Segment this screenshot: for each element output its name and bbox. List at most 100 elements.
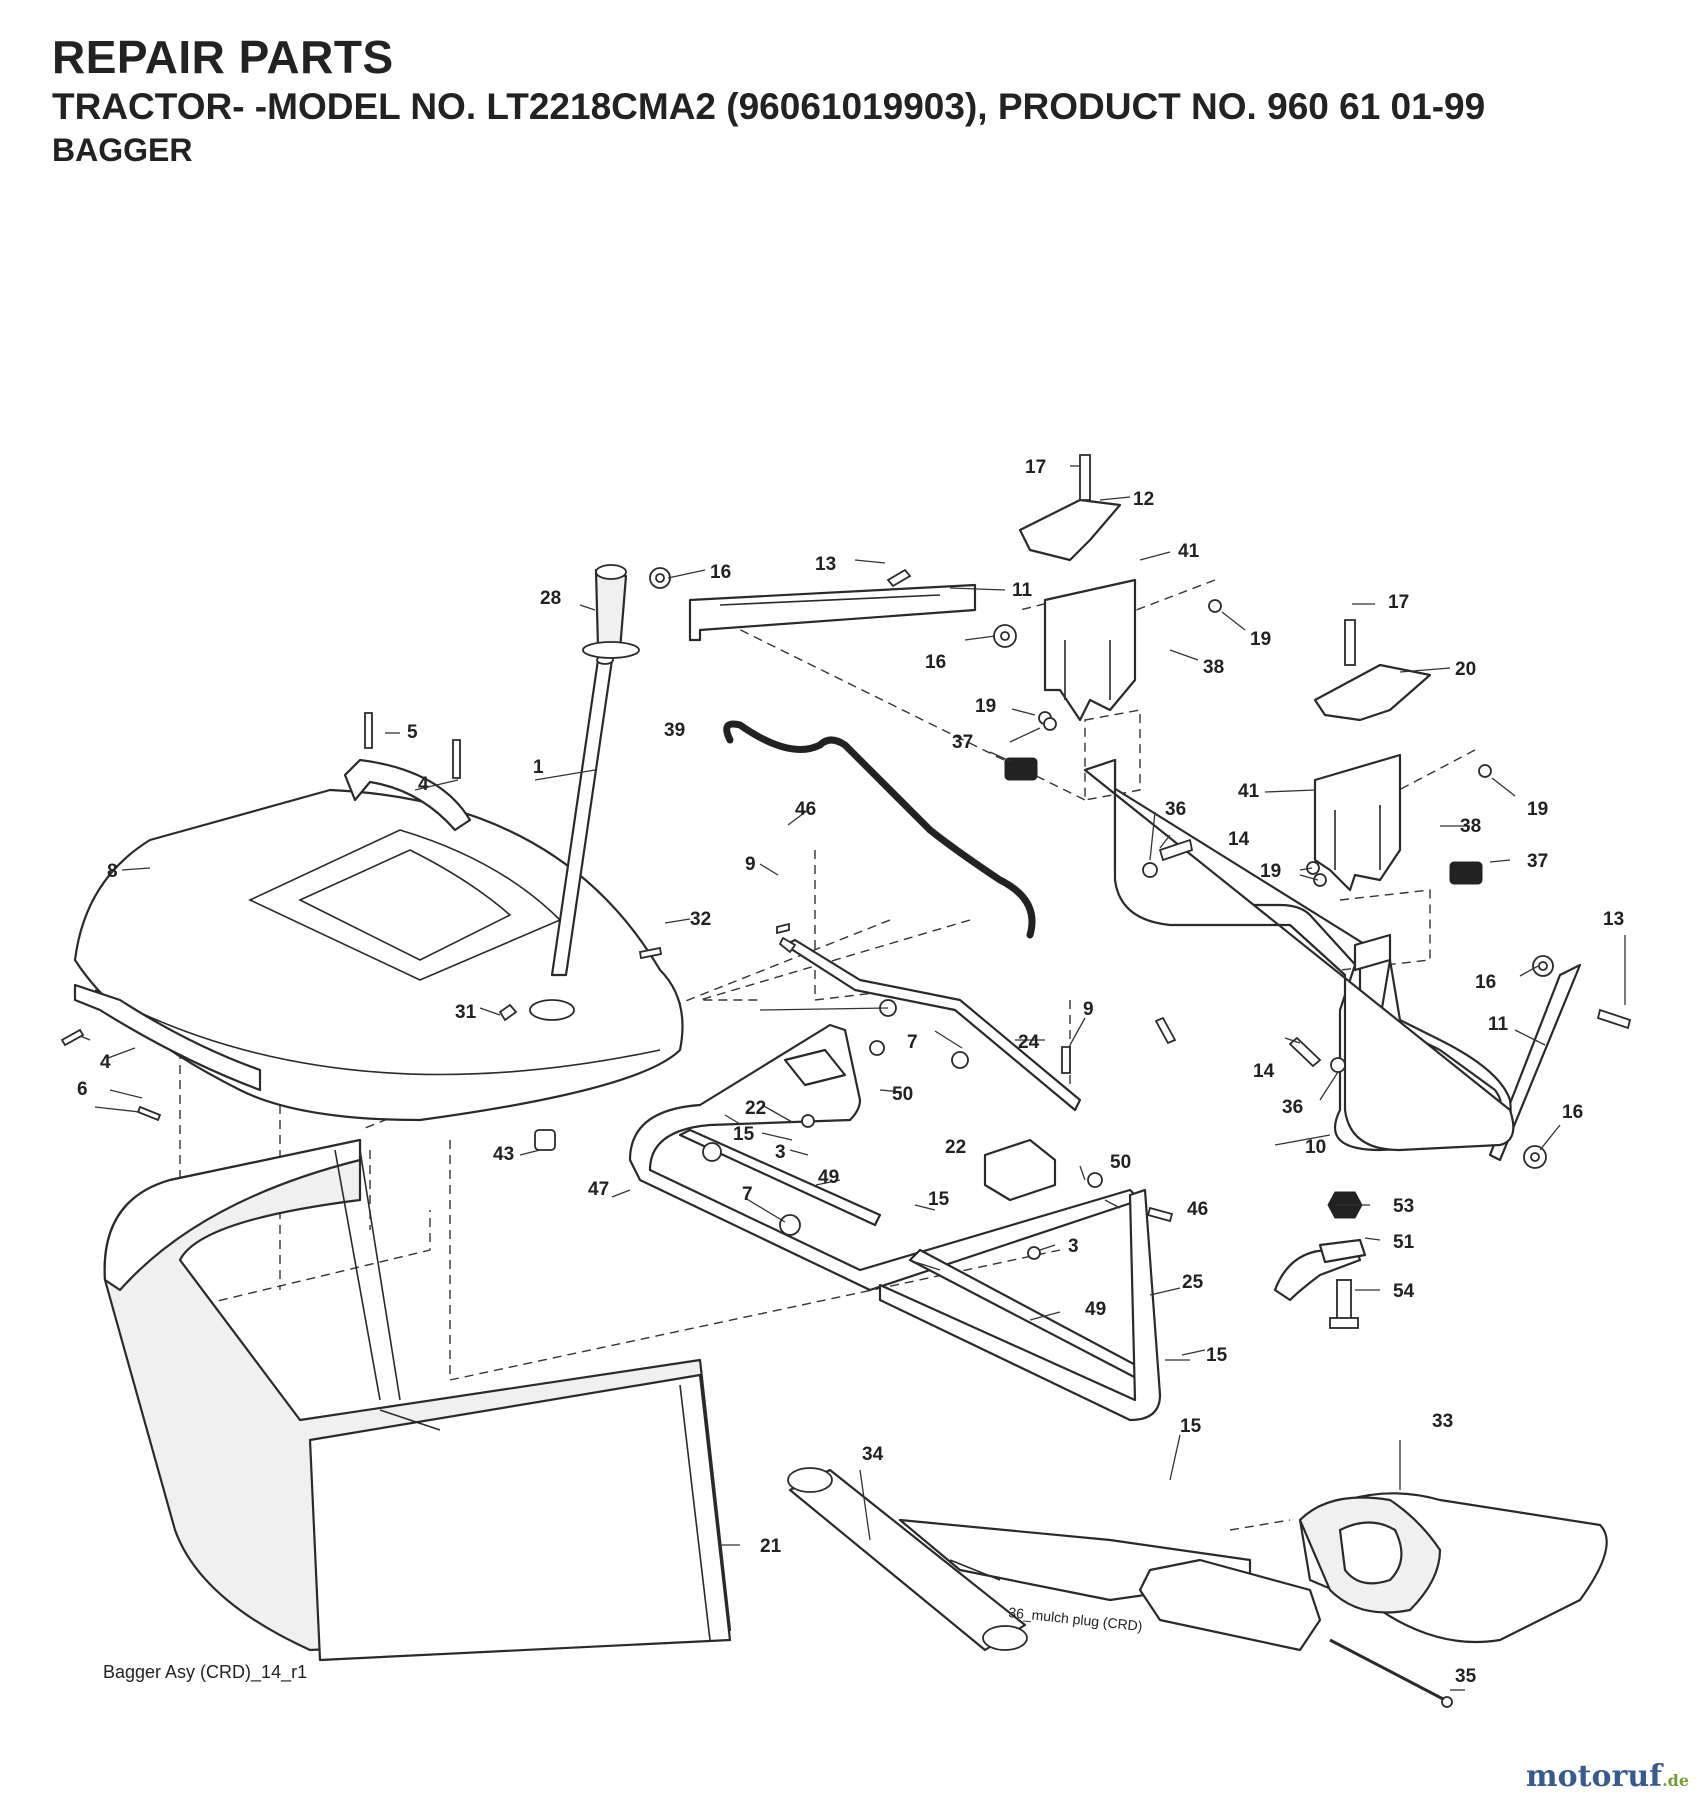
watermark: motoruf.de xyxy=(1526,1759,1689,1794)
callout-11a: 11 xyxy=(1012,580,1033,601)
callout-49a: 49 xyxy=(818,1167,839,1188)
callout-16a: 16 xyxy=(710,562,731,583)
mulch-plug xyxy=(1138,1558,1322,1652)
section-title: BAGGER xyxy=(52,132,193,168)
callout-24: 24 xyxy=(1018,1032,1040,1053)
mount-bracket-right xyxy=(1313,753,1402,892)
callout-19d: 19 xyxy=(1260,861,1281,882)
callout-38b: 38 xyxy=(1460,816,1481,837)
link-bar xyxy=(878,1188,1162,1422)
lift-frame xyxy=(628,1023,1142,1292)
callout-21: 21 xyxy=(760,1536,782,1557)
callout-35: 35 xyxy=(1455,1666,1477,1687)
callout-41b: 41 xyxy=(1238,781,1260,802)
callout-46a: 46 xyxy=(795,799,816,820)
callout-37a: 37 xyxy=(952,732,973,753)
callout-20: 20 xyxy=(1455,659,1476,680)
callout-54: 54 xyxy=(1393,1281,1415,1302)
callout-16c: 16 xyxy=(1475,972,1496,993)
callout-28: 28 xyxy=(540,588,561,609)
callout-50a: 50 xyxy=(892,1084,913,1105)
model-line: TRACTOR- -MODEL NO. LT2218CMA2 (96061019… xyxy=(52,86,1486,127)
callout-36a: 36 xyxy=(1165,799,1186,820)
watermark-name: motoruf xyxy=(1525,1759,1663,1794)
bolt-54 xyxy=(1329,1279,1359,1329)
callout-3b: 3 xyxy=(1068,1236,1079,1257)
callout-15a: 15 xyxy=(733,1124,755,1145)
hardware-set xyxy=(60,454,1632,1260)
callout-7b: 7 xyxy=(742,1184,753,1205)
diagram-reference: Bagger Asy (CRD)_14_r1 xyxy=(103,1662,307,1683)
callout-51: 51 xyxy=(1393,1232,1415,1253)
callout-1: 1 xyxy=(533,757,544,778)
callout-46b: 46 xyxy=(1187,1199,1208,1220)
callout-13b: 13 xyxy=(1603,909,1624,930)
callout-8: 8 xyxy=(107,861,118,882)
callout-4a: 4 xyxy=(418,774,429,795)
callout-38a: 38 xyxy=(1203,657,1224,678)
bracket-top xyxy=(688,583,977,642)
callout-9b: 9 xyxy=(1083,999,1094,1020)
watermark-suffix: .de xyxy=(1662,1771,1689,1790)
pin-35 xyxy=(1329,1638,1453,1708)
callout-36b: 36 xyxy=(1282,1097,1303,1118)
callout-labels: 1 3 3 4 4 5 6 7 7 8 9 9 10 11 11 12 13 1… xyxy=(77,457,1624,1687)
callout-17a: 17 xyxy=(1025,457,1046,478)
callout-41a: 41 xyxy=(1178,541,1200,562)
callout-14a: 14 xyxy=(1228,829,1250,850)
chute-outlet xyxy=(1298,1492,1608,1644)
callout-49b: 49 xyxy=(1085,1299,1106,1320)
callout-15d: 15 xyxy=(1180,1416,1202,1437)
cap-right xyxy=(1313,663,1432,722)
callout-37b: 37 xyxy=(1527,851,1548,872)
callout-6: 6 xyxy=(77,1079,88,1100)
callout-10: 10 xyxy=(1305,1137,1326,1158)
mulch-plug-note: 36_mulch plug (CRD) xyxy=(1008,1604,1144,1634)
callout-3a: 3 xyxy=(775,1142,786,1163)
callout-17b: 17 xyxy=(1388,592,1409,613)
grip xyxy=(582,564,640,659)
callout-9a: 9 xyxy=(745,854,756,875)
bagger-bottom xyxy=(103,1138,732,1662)
spring-rod xyxy=(723,720,1036,939)
bracket-center xyxy=(983,1138,1057,1202)
handle-top xyxy=(343,758,472,832)
handle-bottom xyxy=(73,983,262,1092)
leader-lines xyxy=(79,465,1626,1691)
callout-7a: 7 xyxy=(907,1032,918,1053)
callout-33: 33 xyxy=(1432,1411,1453,1432)
callout-12: 12 xyxy=(1133,489,1154,510)
callout-31: 31 xyxy=(455,1002,477,1023)
callout-39: 39 xyxy=(664,720,685,741)
callout-22a: 22 xyxy=(745,1098,766,1119)
bagger-lid xyxy=(73,788,684,1122)
callout-4b: 4 xyxy=(100,1052,111,1073)
mount-bracket-left xyxy=(1043,578,1137,722)
callout-15c: 15 xyxy=(1206,1345,1228,1366)
header: REPAIR PARTS TRACTOR- -MODEL NO. LT2218C… xyxy=(52,30,1485,170)
bracket-right xyxy=(1488,963,1582,1162)
callout-25: 25 xyxy=(1182,1272,1204,1293)
deflector xyxy=(1273,1238,1367,1302)
callout-47: 47 xyxy=(588,1179,609,1200)
cross-rod xyxy=(783,938,1082,1112)
callout-16b: 16 xyxy=(925,652,946,673)
cap-top xyxy=(1018,498,1122,562)
callout-14b: 14 xyxy=(1253,1061,1275,1082)
callout-34: 34 xyxy=(862,1444,884,1465)
callout-43: 43 xyxy=(493,1144,514,1165)
callout-5: 5 xyxy=(407,722,418,743)
bracket-left xyxy=(783,1048,847,1087)
callout-16d: 16 xyxy=(1562,1102,1583,1123)
callout-32: 32 xyxy=(690,909,711,930)
callout-15b: 15 xyxy=(928,1189,950,1210)
callout-19a: 19 xyxy=(1250,629,1271,650)
callout-22b: 22 xyxy=(945,1137,966,1158)
tube-left xyxy=(678,1128,882,1227)
callout-53: 53 xyxy=(1393,1196,1414,1217)
callout-19b: 19 xyxy=(975,696,996,717)
callout-19c: 19 xyxy=(1527,799,1548,820)
callout-13a: 13 xyxy=(815,554,836,575)
hitch-frame xyxy=(1083,758,1515,1152)
